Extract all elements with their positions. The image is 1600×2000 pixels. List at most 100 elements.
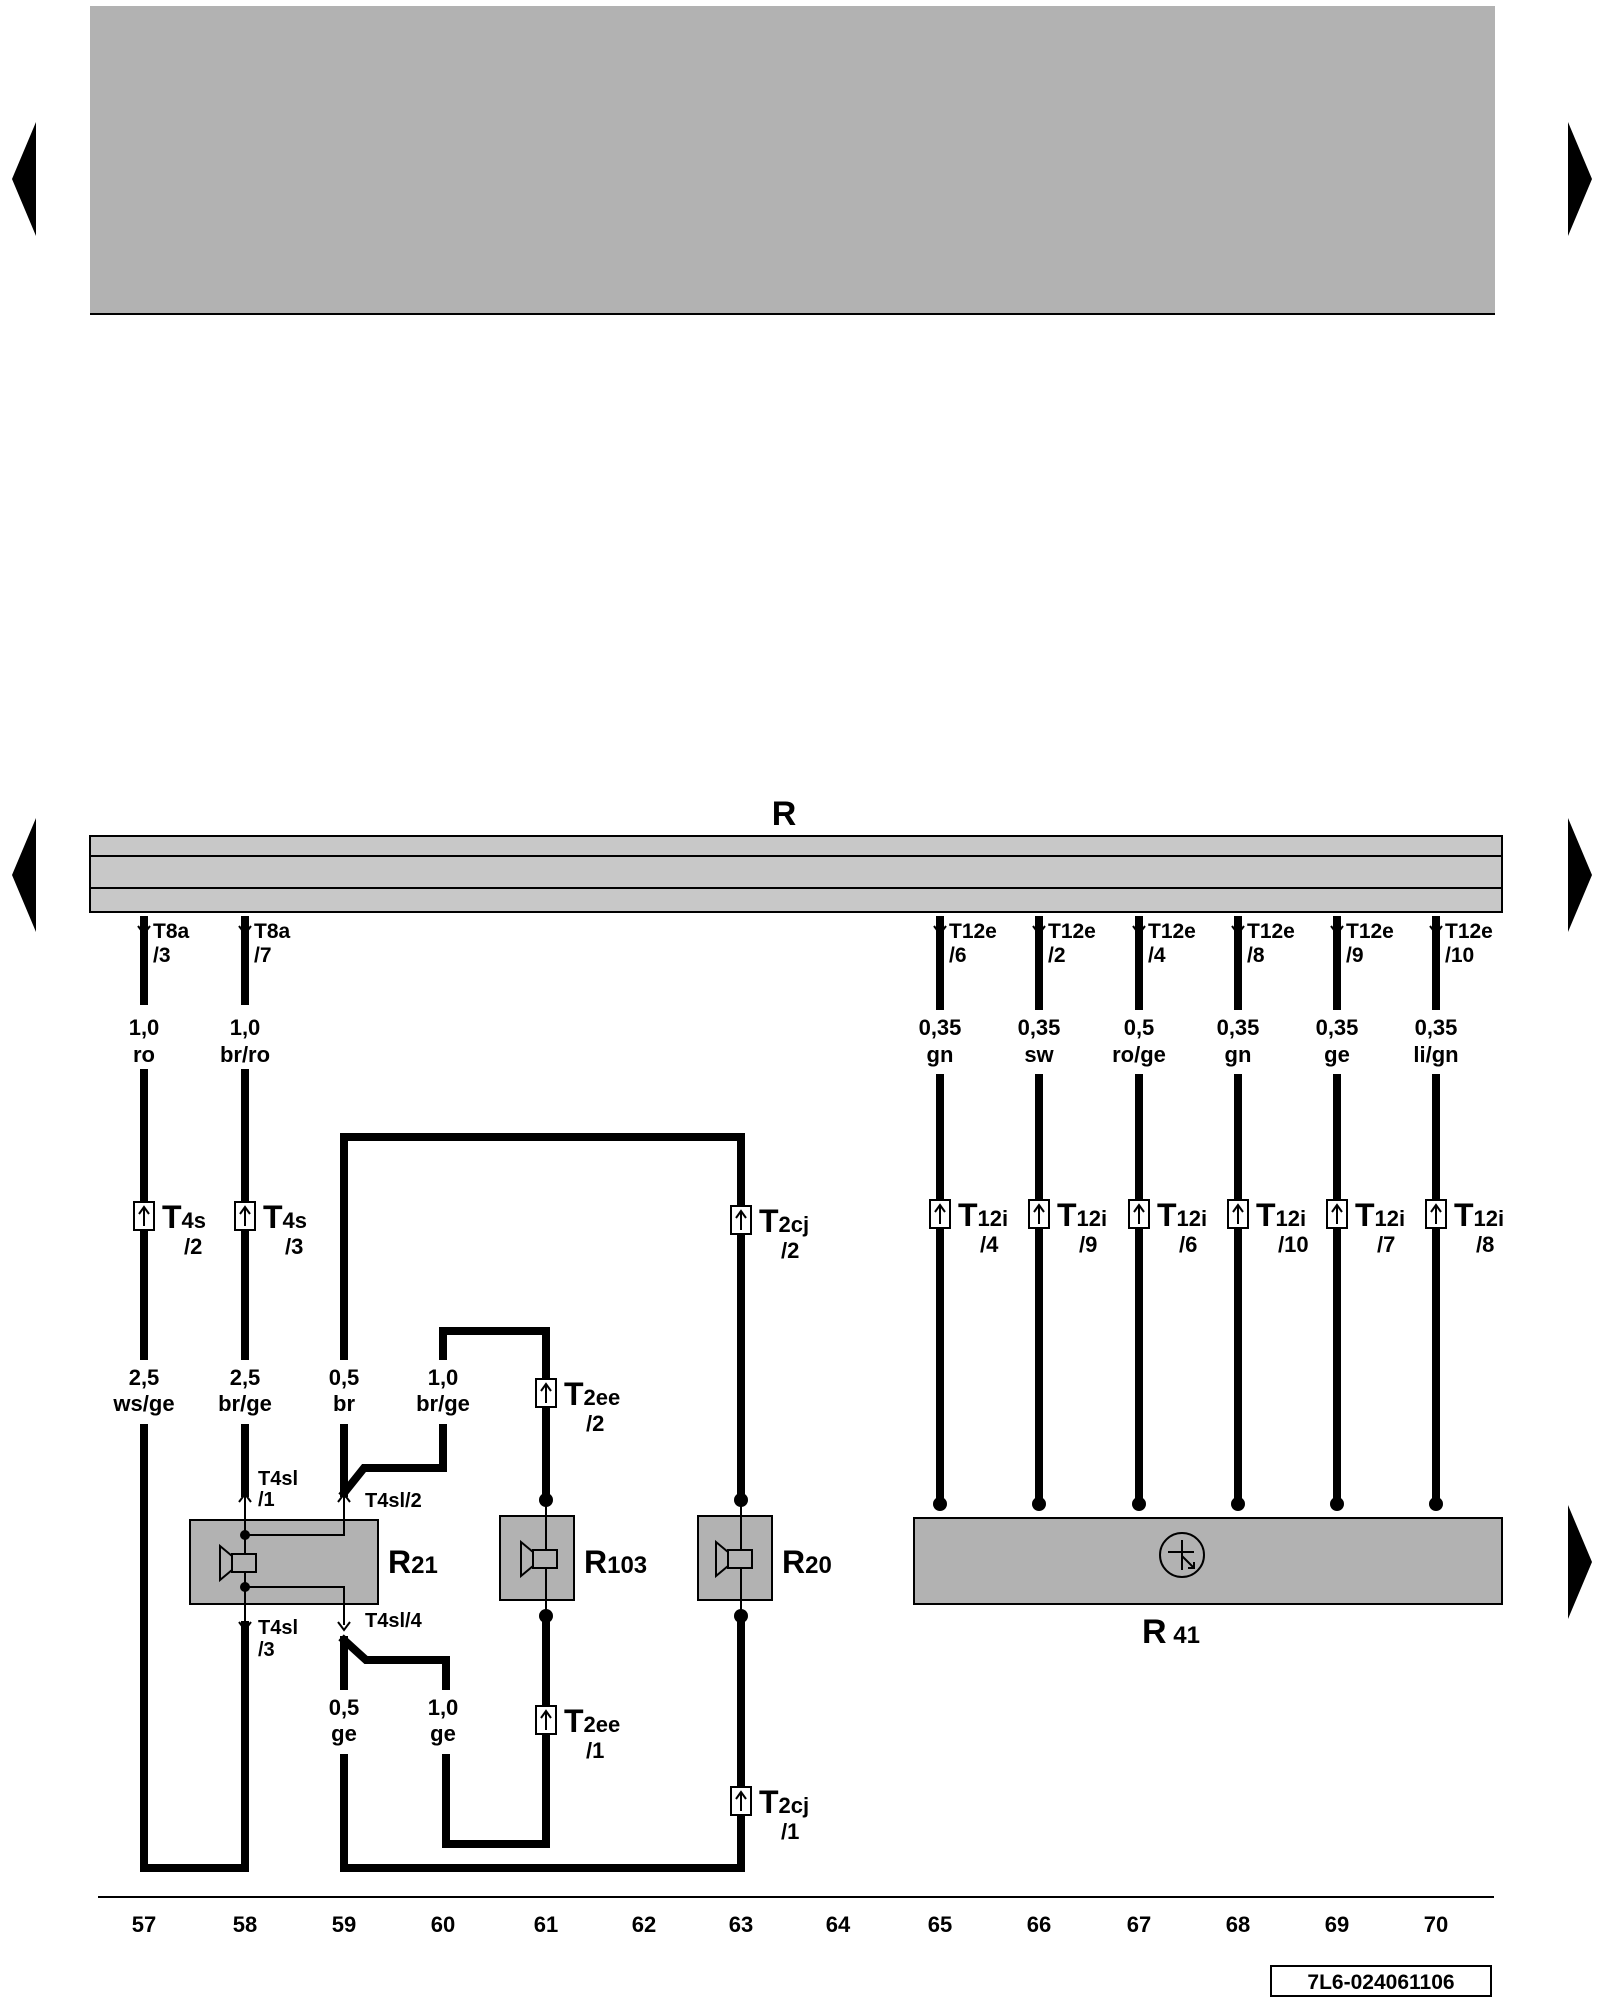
r21-speaker: R21 — [189, 1497, 438, 1625]
connector-arrow-icon — [540, 1709, 552, 1730]
connector-pin: /4 — [1148, 944, 1166, 967]
connector-pin: /9 — [1079, 1232, 1097, 1257]
column-number: 58 — [233, 1912, 257, 1937]
column-number: 70 — [1424, 1912, 1448, 1937]
top-connector: T8a/71,0br/ro — [220, 920, 291, 1067]
next-page-arrow-bottom[interactable] — [1568, 1505, 1592, 1619]
prev-page-arrow-middle[interactable] — [12, 818, 36, 932]
footer-code: 7L6-024061106 — [1307, 1971, 1454, 1994]
wire-size: 0,35 — [919, 1015, 962, 1040]
connector-pin: /9 — [1346, 944, 1364, 967]
connector-pin: /1 — [586, 1738, 604, 1763]
next-page-arrow-middle[interactable] — [1568, 818, 1592, 932]
connector-label: T2ee — [564, 1376, 620, 1412]
prev-page-arrow-top[interactable] — [12, 122, 36, 236]
connector-pin: /2 — [184, 1234, 202, 1259]
connector-arrow-icon — [1231, 925, 1245, 936]
wire-color: br/ge — [218, 1391, 272, 1416]
wire-size: 0,35 — [1316, 1015, 1359, 1040]
next-page-arrow-top[interactable] — [1568, 122, 1592, 236]
wire-size: 1,0 — [428, 1695, 459, 1720]
r21-pin-arrows — [238, 1492, 351, 1632]
r41-label: R 41 — [1142, 1613, 1200, 1651]
connector-name: T12e — [1445, 920, 1493, 943]
inline-connector: T12i/4 — [929, 1197, 1008, 1257]
wire-size: 0,5 — [329, 1695, 360, 1720]
wire-color: ge — [1324, 1042, 1350, 1067]
wire-color: ge — [430, 1721, 456, 1746]
r20-label: R20 — [782, 1544, 832, 1580]
wire-size: 2,5 — [129, 1365, 160, 1390]
label-masks — [112, 1005, 1468, 1754]
connector-label: T12i — [1355, 1197, 1405, 1233]
inline-connector: T12i/8 — [1425, 1197, 1504, 1257]
connector-arrow-icon — [138, 1205, 150, 1226]
inline-connector: T4s/3 — [234, 1199, 307, 1259]
connector-arrow-icon — [1033, 1203, 1045, 1224]
top-connector: T12e/4 0,5ro/ge — [1112, 920, 1196, 1067]
connector-label: T2cj — [759, 1784, 809, 1820]
connector-pin: /3 — [285, 1234, 303, 1259]
wire-size: 2,5 — [230, 1365, 261, 1390]
r20-speaker: R20 — [697, 1500, 832, 1616]
wire-57 — [140, 916, 249, 1872]
connector-name: T12e — [1148, 920, 1196, 943]
r41-unit: R 41 — [913, 1517, 1503, 1651]
svg-text:T4sl/2: T4sl/2 — [365, 1490, 422, 1512]
connector-pin: /2 — [1048, 944, 1066, 967]
r103-label: R103 — [584, 1544, 647, 1580]
wire-size: 0,35 — [1217, 1015, 1260, 1040]
wire-color: ro/ge — [1112, 1042, 1166, 1067]
connector-arrow-icon — [239, 1205, 251, 1226]
wire-size: 0,35 — [1415, 1015, 1458, 1040]
wire-color: ge — [331, 1721, 357, 1746]
connector-arrow-icon — [735, 1209, 747, 1230]
svg-text:T4sl/4: T4sl/4 — [365, 1610, 423, 1632]
wire-color: gn — [1225, 1042, 1252, 1067]
header-panel — [90, 6, 1495, 314]
connector-pin: /6 — [1179, 1232, 1197, 1257]
connector-pin: /7 — [254, 944, 272, 967]
connector-label: T4s — [162, 1199, 206, 1235]
wire-color: ro — [133, 1042, 155, 1067]
column-number: 57 — [132, 1912, 156, 1937]
column-number: 67 — [1127, 1912, 1151, 1937]
connector-label: T12i — [1157, 1197, 1207, 1233]
top-connector: T8a/31,0ro — [129, 920, 190, 1067]
connector-pin: /8 — [1247, 944, 1265, 967]
connector-arrow-icon — [137, 925, 151, 936]
inline-connector: T12i/10 — [1227, 1197, 1309, 1257]
wire-color: br/ge — [416, 1391, 470, 1416]
connector-arrow-icon — [540, 1382, 552, 1403]
connector-label: T12i — [1256, 1197, 1306, 1233]
column-number: 60 — [431, 1912, 455, 1937]
connector-label: T12i — [1057, 1197, 1107, 1233]
connector-pin: /2 — [586, 1411, 604, 1436]
wire-size: 0,5 — [329, 1365, 360, 1390]
svg-text:/1: /1 — [258, 1489, 275, 1511]
connector-label: T2ee — [564, 1703, 620, 1739]
wire-color: li/gn — [1413, 1042, 1458, 1067]
svg-text:/3: /3 — [258, 1639, 275, 1661]
column-number: 63 — [729, 1912, 753, 1937]
connector-pin: /2 — [781, 1238, 799, 1263]
r21-label: R21 — [388, 1544, 438, 1580]
connector-arrow-icon — [1331, 1203, 1343, 1224]
inline-connector: T2cj/2 — [730, 1203, 809, 1263]
connector-pin: /6 — [949, 944, 967, 967]
connector-arrow-icon — [1132, 925, 1146, 936]
wire-size: 0,5 — [1124, 1015, 1155, 1040]
connector-label: T12i — [1454, 1197, 1504, 1233]
inline-connector: T12i/6 — [1128, 1197, 1207, 1257]
wire-color: br/ro — [220, 1042, 270, 1067]
wire-59-63-top — [340, 1133, 745, 1502]
connector-arrow-icon — [934, 1203, 946, 1224]
column-number: 59 — [332, 1912, 356, 1937]
r21-pin-labels: T4sl /1 T4sl/2 T4sl /3 T4sl/4 — [258, 1468, 423, 1661]
wire-color: sw — [1024, 1042, 1054, 1067]
